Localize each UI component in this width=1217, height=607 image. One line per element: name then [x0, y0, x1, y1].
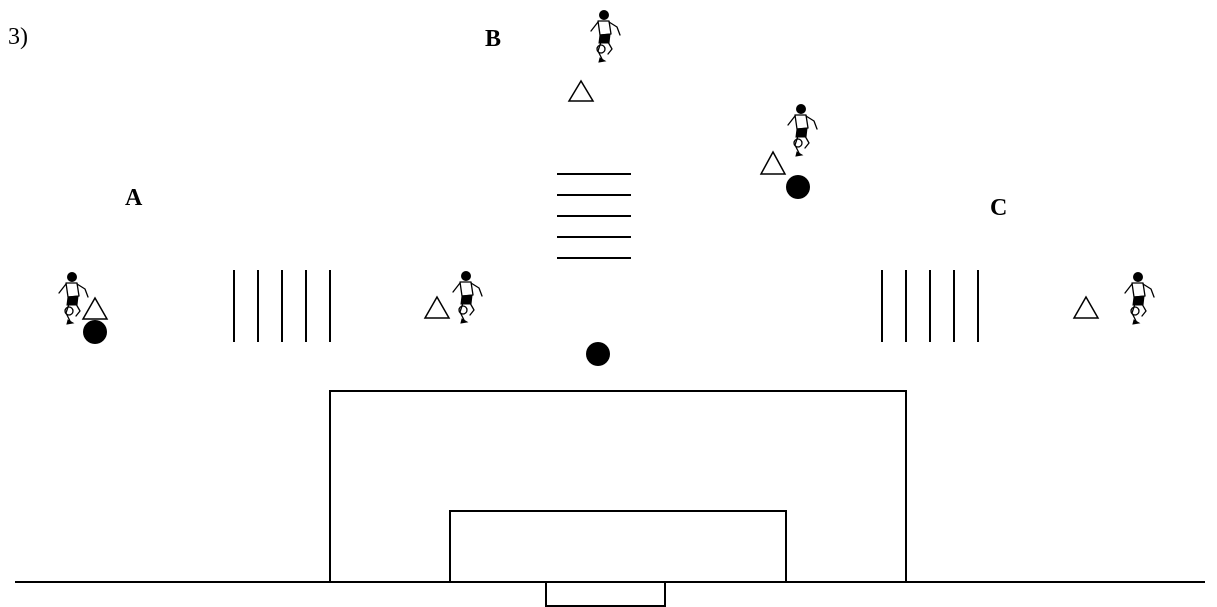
hurdle-group-center: [557, 173, 631, 259]
soccer-player-icon: [590, 9, 621, 63]
soccer-player-icon: [1124, 271, 1155, 325]
ball-icon: [586, 342, 610, 366]
ball-icon: [83, 320, 107, 344]
ball-icon: [786, 175, 810, 199]
hurdle-group-left: [233, 270, 331, 342]
cone-triangle-icon: [759, 150, 787, 175]
hurdle-group-right: [881, 270, 979, 342]
penalty-area: [329, 390, 907, 583]
cone-triangle-icon: [81, 296, 109, 320]
cone-triangle-icon: [423, 295, 451, 319]
cone-triangle-icon: [1072, 295, 1100, 319]
station-label-a: A: [125, 185, 143, 211]
soccer-player-icon: [452, 270, 483, 324]
goal-area: [449, 510, 787, 583]
goal: [545, 581, 666, 607]
soccer-player-icon: [787, 103, 818, 157]
soccer-player-icon: [58, 271, 89, 325]
station-label-c: C: [990, 195, 1007, 221]
drill-number: 3): [8, 24, 28, 50]
cone-triangle-icon: [567, 79, 595, 102]
station-label-b: B: [485, 26, 501, 52]
